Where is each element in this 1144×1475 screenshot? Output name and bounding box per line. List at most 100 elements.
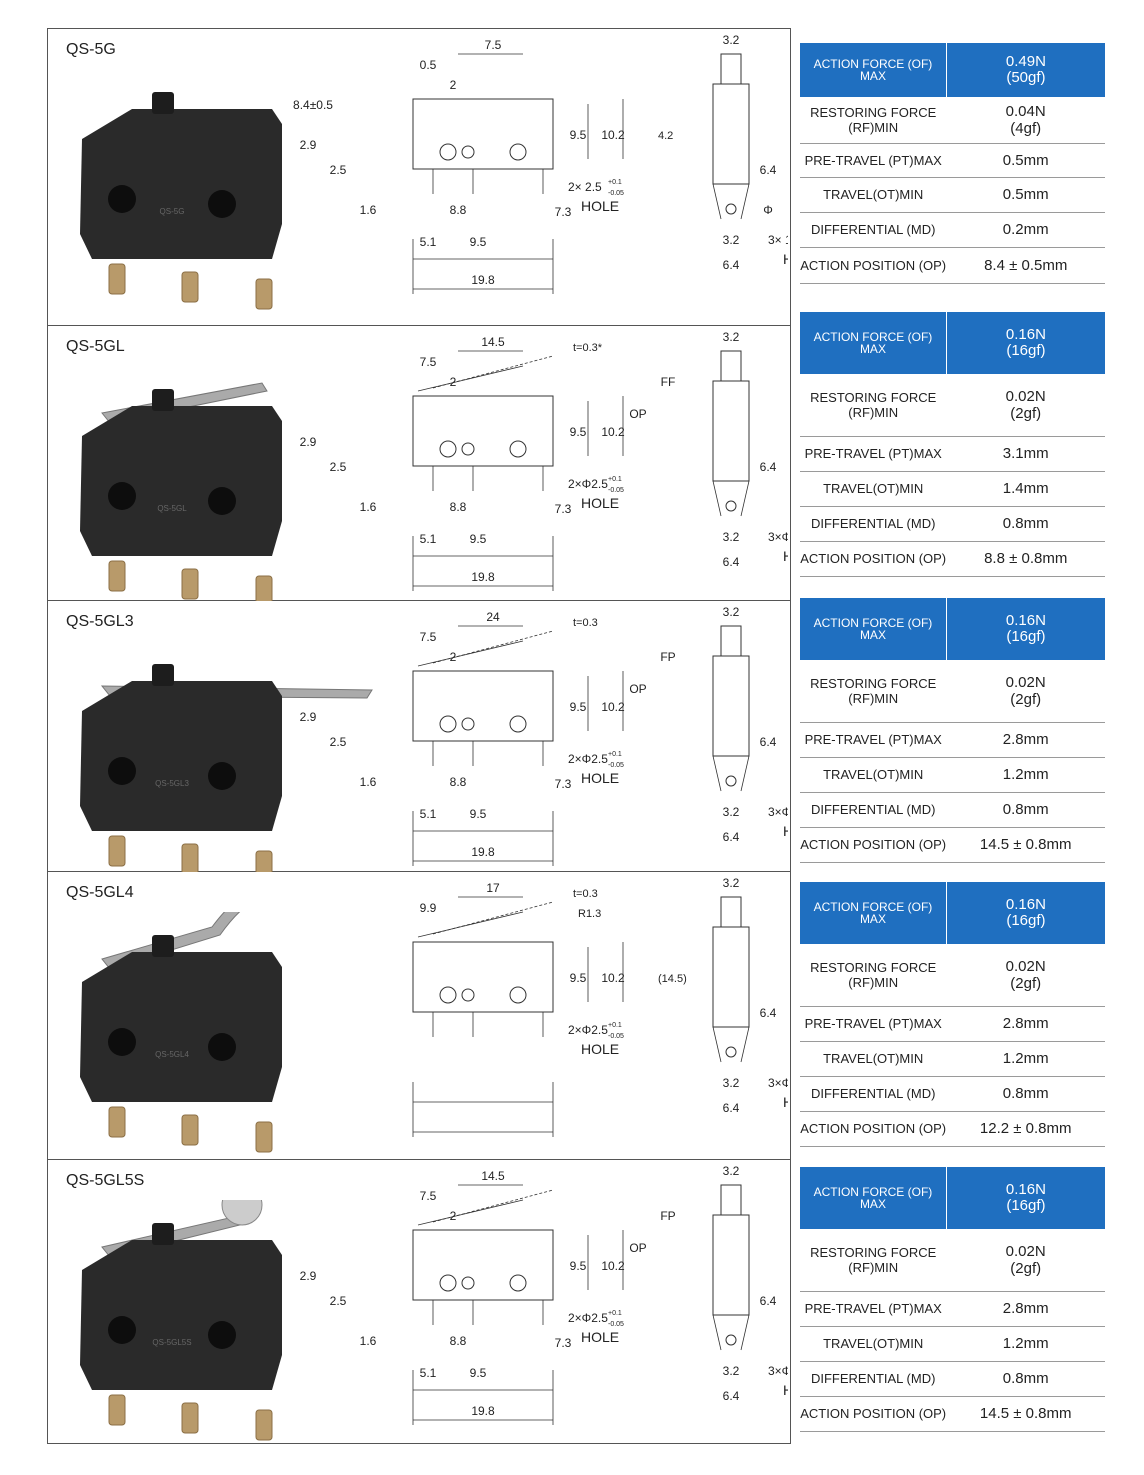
dim-h4: 9.5	[570, 971, 587, 985]
dim-b: 2	[450, 650, 457, 664]
spec-label: ACTION FORCE (OF)MAX	[800, 312, 947, 374]
body-label: QS-5G	[160, 207, 185, 216]
spec-text: (16gf)	[1006, 912, 1046, 929]
spec-value: 2.8mm	[946, 1006, 1105, 1042]
dim-top-width: 17	[486, 881, 500, 895]
spec-text: (RF)MIN	[848, 974, 899, 990]
dim-h2: 2.9	[300, 1269, 317, 1283]
spec-label: PRE-TRAVEL (PT)MAX	[800, 1006, 947, 1042]
switch-photo: QS-5GL5S	[80, 1200, 282, 1441]
dim-hole-word: HOLE	[581, 1041, 619, 1057]
dim-h3: 2.5	[330, 1294, 347, 1308]
spec-value: 0.16N(16gf)	[945, 312, 1105, 374]
dim-hole: 2×Φ2.5	[568, 1023, 608, 1037]
spec-text: 0.5mm	[1002, 186, 1049, 203]
spec-label: ACTION POSITION (OP)	[800, 1111, 947, 1147]
dim-side-hole-word: HOLE	[783, 251, 788, 267]
spec-text: 1.2mm	[1002, 766, 1049, 783]
spec-row: DIFFERENTIAL (MD)0.8mm	[800, 1361, 1105, 1397]
dim-side-s1: 3.2	[723, 33, 740, 47]
dim-h5: 10.2	[601, 700, 625, 714]
model-name: QS-5GL5S	[66, 1172, 145, 1189]
spec-label: TRAVEL(OT)MIN	[800, 757, 947, 793]
dim-w6: 19.8	[471, 570, 495, 584]
dim-h2: 2.9	[300, 710, 317, 724]
dim-h3: 2.5	[330, 163, 347, 177]
terminal	[108, 1106, 126, 1138]
dim-side-s4: 6.4	[723, 1389, 740, 1403]
spec-text: PRE-TRAVEL (PT)MAX	[804, 732, 942, 747]
spec-text: TRAVEL(OT)MIN	[823, 187, 924, 202]
spec-text: 0.16N	[1005, 612, 1046, 629]
spec-value: 12.2 ± 0.8mm	[946, 1111, 1105, 1147]
mount-hole	[208, 487, 236, 515]
dim-h4: 9.5	[570, 700, 587, 714]
mount-hole	[108, 757, 136, 785]
dim-w1: 1.6	[360, 500, 377, 514]
dim-a: 7.5	[420, 355, 437, 369]
spec-text: RESTORING FORCE	[810, 959, 937, 975]
dim-a: 9.9	[420, 901, 437, 915]
spec-text: MAX	[859, 342, 886, 356]
switch-body	[80, 952, 282, 1102]
spec-label: RESTORING FORCE(RF)MIN	[800, 97, 947, 144]
spec-text: 0.16N	[1005, 896, 1046, 913]
spec-text: 0.8mm	[1002, 1085, 1049, 1102]
terminal	[108, 560, 126, 592]
dim-h1: 8.4±0.5	[293, 98, 333, 112]
spec-text: 0.2mm	[1002, 221, 1049, 238]
spec-label: ACTION FORCE (OF)MAX	[800, 1167, 947, 1229]
spec-value: 0.2mm	[946, 212, 1105, 248]
mount-hole	[208, 1033, 236, 1061]
dim-top-width: 7.5	[485, 38, 502, 52]
spec-value: 0.5mm	[946, 143, 1105, 178]
mount-hole	[208, 1321, 236, 1349]
spec-value: 0.16N(16gf)	[945, 1167, 1105, 1229]
dim-w1: 1.6	[360, 203, 377, 217]
dim-w4: 5.1	[420, 1366, 437, 1380]
dim-a: 7.5	[420, 630, 437, 644]
spec-row: PRE-TRAVEL (PT)MAX 2.8mm	[800, 1006, 1105, 1042]
spec-value: 0.8mm	[946, 506, 1105, 542]
mount-hole	[208, 190, 236, 218]
spec-row: PRE-TRAVEL (PT)MAX 0.5mm	[800, 143, 1105, 178]
spec-text: PRE-TRAVEL (PT)MAX	[804, 152, 942, 168]
dim-b: 2	[450, 78, 457, 92]
switch-body	[80, 1240, 282, 1390]
dim-side-s4: 6.4	[723, 830, 740, 844]
spec-value: 2.8mm	[946, 1291, 1105, 1327]
dim-w2: 8.8	[450, 775, 467, 789]
dim-op: OP	[629, 407, 646, 421]
dim-w4: 5.1	[420, 807, 437, 821]
spec-value: 0.8mm	[946, 792, 1105, 828]
spec-text: 2.8mm	[1002, 1015, 1049, 1032]
spec-value: 0.02N(2gf)	[946, 374, 1105, 437]
dim-side-s3: 3.2	[723, 233, 740, 247]
spec-value: 0.49N(50gf)	[945, 43, 1105, 97]
dim-h3: 2.5	[330, 460, 347, 474]
spec-row: ACTION POSITION (OP) 12.2 ± 0.8mm	[800, 1111, 1105, 1147]
drawing-body	[412, 1229, 554, 1301]
spec-text: RESTORING FORCE	[810, 104, 937, 120]
terminal	[255, 278, 273, 310]
end-view	[712, 1214, 750, 1316]
dim-side-s2: 6.4	[760, 1006, 777, 1020]
dim-w6: 19.8	[471, 273, 495, 287]
spec-text: 0.5mm	[1002, 151, 1049, 169]
dim-hole: 2× 2.5	[568, 180, 602, 194]
dim-w6: 19.8	[471, 845, 495, 859]
dim-w5: 9.5	[470, 532, 487, 546]
switch-photo: QS-5G	[80, 92, 282, 310]
dim-side-hole: 3×Φ1.5	[768, 1364, 788, 1378]
dim-w5: 9.5	[470, 1366, 487, 1380]
spec-text: ACTION FORCE (OF)	[813, 900, 933, 914]
spec-text: 12.2 ± 0.8mm	[979, 1120, 1072, 1137]
spec-text: 0.02N	[1005, 1242, 1046, 1260]
dim-w4: 5.1	[420, 532, 437, 546]
dim-hole-tol-down: -0.05	[608, 190, 624, 197]
